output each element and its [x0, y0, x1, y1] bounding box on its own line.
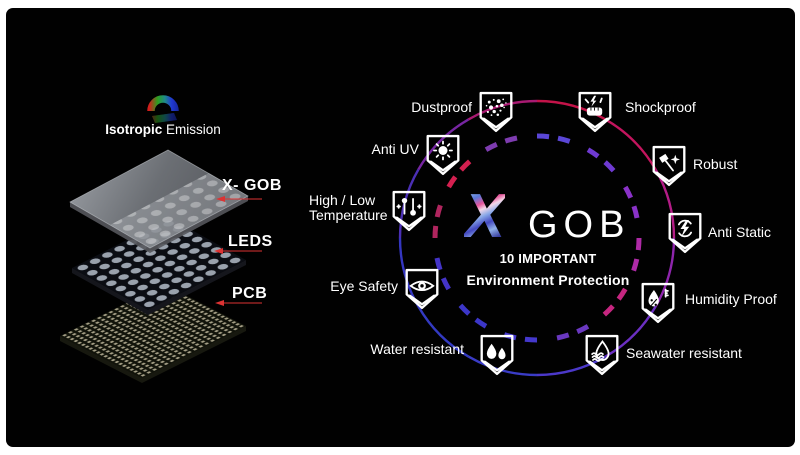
glass-layer	[69, 149, 249, 253]
feature-label: Humidity Proof	[685, 291, 777, 307]
feature-label: Water resistant	[370, 341, 464, 357]
feature-label: Seawater resistant	[626, 345, 742, 361]
layer-label-pcb: PCB	[232, 285, 268, 302]
robust-icon	[652, 145, 686, 187]
isotropic-emission-label: Isotropic Emission	[88, 122, 238, 137]
layer-label-xgob: X- GOB	[222, 177, 282, 194]
emission-bold: Isotropic	[105, 122, 163, 137]
feature-label: Eye Safety	[330, 278, 398, 294]
high-low-temperature-icon	[392, 190, 426, 232]
eye-safety-icon	[405, 268, 439, 310]
logo-x: X	[464, 182, 506, 251]
feature-label: Dustproof	[411, 99, 472, 115]
feature-label: Shockproof	[625, 99, 696, 115]
dustproof-icon	[479, 91, 513, 133]
pcb-layer	[60, 284, 246, 383]
subtitle-environment-protection: Environment Protection	[466, 272, 630, 288]
anti-uv-icon	[426, 134, 460, 176]
water-resistant-icon	[480, 334, 514, 376]
feature-label: Robust	[693, 156, 738, 172]
anti-static-icon	[668, 212, 702, 254]
pointer-line-xgob	[216, 196, 262, 202]
led-layer	[72, 218, 246, 315]
humidity-proof-icon	[641, 282, 675, 324]
logo-gob: GOB	[528, 204, 631, 246]
subtitle-10-important: 10 IMPORTANT	[499, 251, 597, 266]
layer-label-leds: LEDS	[228, 233, 273, 250]
seawater-resistant-icon	[585, 334, 619, 376]
rainbow-arc-icon	[147, 95, 179, 123]
emission-rest: Emission	[162, 122, 221, 137]
feature-label: Anti UV	[371, 141, 419, 157]
feature-label: Anti Static	[708, 224, 772, 240]
shockproof-icon	[578, 91, 612, 133]
